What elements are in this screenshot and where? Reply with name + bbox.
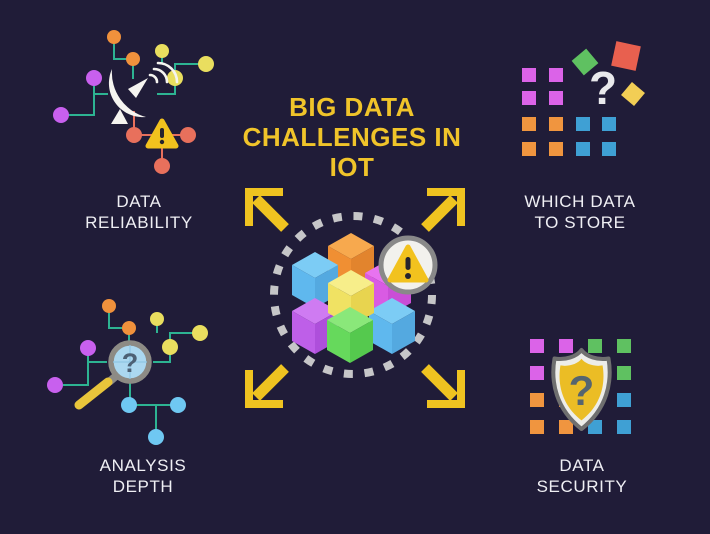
network-node (122, 321, 136, 335)
grid-square (549, 142, 563, 156)
label-line: TO STORE (534, 213, 626, 232)
network-node (170, 397, 186, 413)
page-title: BIG DATA CHALLENGES IN IOT (237, 92, 467, 182)
network-node (180, 127, 196, 143)
grid-square (559, 420, 573, 434)
label-which-data-to-store: WHICH DATA TO STORE (480, 191, 680, 233)
network-lines-teal (61, 37, 206, 116)
network-nodes (53, 30, 214, 174)
label-line: RELIABILITY (85, 213, 193, 232)
network-node (198, 56, 214, 72)
scattered-squares (571, 41, 645, 106)
label-line: DATA (116, 192, 162, 211)
label-line: DATA (559, 456, 605, 475)
cube-green (327, 307, 373, 363)
grid-square (522, 142, 536, 156)
grid-square (522, 91, 536, 105)
satellite-dish-icon (108, 61, 179, 124)
cube-blue-right (369, 298, 415, 354)
grid-square (549, 68, 563, 82)
dashed-circle (270, 212, 436, 378)
shield-icon: ? (551, 348, 612, 431)
network-node (53, 107, 69, 123)
grid-square (530, 420, 544, 434)
network-node (150, 312, 164, 326)
grid-square (576, 117, 590, 131)
question-mark-glyph: ? (589, 62, 617, 114)
network-node (121, 397, 137, 413)
scattered-square (611, 41, 641, 71)
arrow-nw-icon (245, 188, 283, 226)
network-node (86, 70, 102, 86)
grid-square (522, 117, 536, 131)
grid-square (549, 91, 563, 105)
data-cubes-cluster (292, 233, 415, 363)
shield-question-grid-icon: ? (530, 339, 631, 434)
outward-arrow-shafts (252, 195, 458, 401)
label-line: DEPTH (112, 477, 174, 496)
grid-square (602, 117, 616, 131)
grid-square (576, 142, 590, 156)
arrow-ne-icon (427, 188, 465, 226)
network-node (126, 52, 140, 66)
cube-blue-left (292, 252, 338, 308)
network-node (162, 339, 178, 355)
magnifier-handle (74, 377, 113, 410)
page-title-line1: BIG DATA (289, 92, 415, 122)
network-node (107, 30, 121, 44)
network-nodes (47, 299, 208, 445)
grid-square (522, 68, 536, 82)
network-node (148, 429, 164, 445)
expanding-cubes-warning-icon (245, 188, 465, 408)
arrow-sw-icon (245, 370, 283, 408)
arrow-se-icon (427, 370, 465, 408)
outward-arrow-heads (245, 188, 465, 408)
network-node (167, 70, 183, 86)
magnifier-network-question-icon: ? (47, 299, 208, 445)
network-node (80, 340, 96, 356)
grid-square (530, 366, 544, 380)
grid-square (549, 117, 563, 131)
label-line: SECURITY (536, 477, 628, 496)
scattered-data-grid-question-icon: ? (522, 41, 645, 156)
satellite-network-warning-icon (53, 30, 214, 174)
label-line: WHICH DATA (524, 192, 636, 211)
grid-square (617, 339, 631, 353)
network-node (102, 299, 116, 313)
network-node (154, 158, 170, 174)
label-data-security: DATA SECURITY (482, 455, 682, 497)
data-grid-squares (522, 68, 616, 156)
scattered-square (571, 48, 599, 76)
grid-square (588, 339, 602, 353)
warning-badge-icon (378, 235, 438, 295)
label-line: ANALYSIS (99, 456, 187, 475)
question-mark-glyph: ? (569, 367, 595, 414)
grid-square (588, 420, 602, 434)
label-data-reliability: DATA RELIABILITY (39, 191, 239, 233)
grid-square (530, 339, 544, 353)
grid-square (617, 393, 631, 407)
label-analysis-depth: ANALYSIS DEPTH (43, 455, 243, 497)
network-node (126, 127, 142, 143)
network-node (192, 325, 208, 341)
grid-square (530, 393, 544, 407)
magnifier-icon: ? (74, 340, 152, 410)
network-node (155, 44, 169, 58)
grid-square (617, 420, 631, 434)
network-node (47, 377, 63, 393)
grid-square (617, 366, 631, 380)
signal-waves-icon (148, 61, 179, 84)
question-mark-glyph: ? (122, 348, 139, 378)
scattered-square (621, 82, 645, 106)
grid-square (559, 339, 573, 353)
page-title-line2: CHALLENGES IN IOT (242, 122, 462, 182)
grid-square (602, 142, 616, 156)
warning-triangle-icon (145, 118, 179, 149)
